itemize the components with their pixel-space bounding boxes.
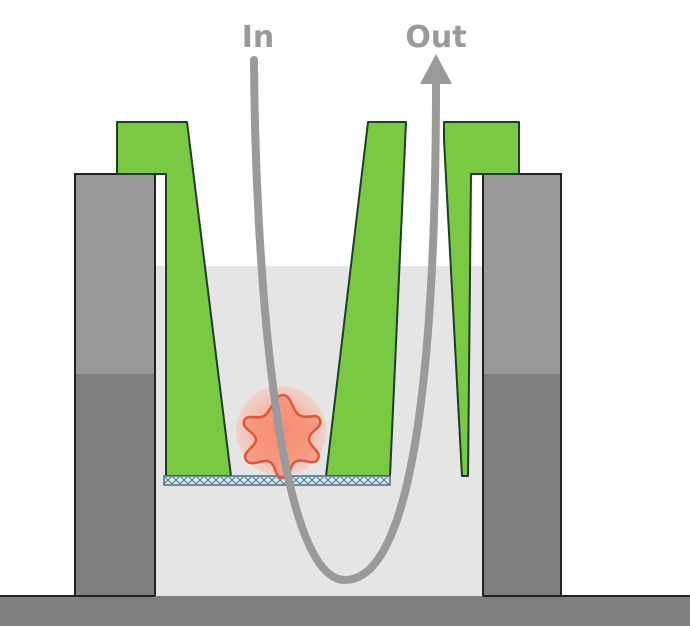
well-base: [0, 595, 690, 626]
membrane-mesh: [165, 477, 389, 484]
flow-out-label: Out: [405, 20, 466, 55]
well-wall-left: [74, 173, 156, 597]
insert-left-arm: [116, 121, 232, 477]
flow-in-label: In: [242, 20, 275, 55]
flow-arrow-icon: [250, 54, 452, 585]
well-wall-right: [482, 173, 562, 596]
insert-right-arm: [443, 121, 520, 477]
